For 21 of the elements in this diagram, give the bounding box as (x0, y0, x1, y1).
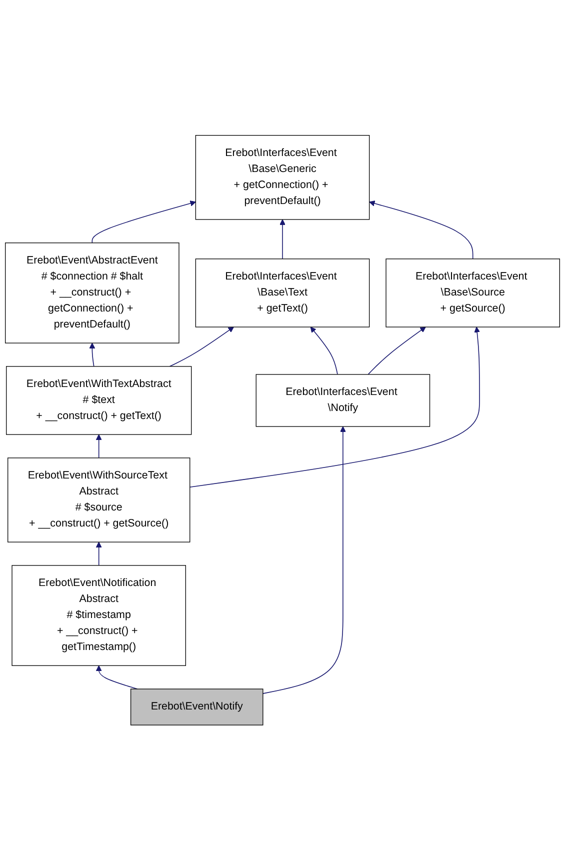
arrow (310, 327, 338, 376)
node-box: Erebot\Interfaces\Event \Base\Generic + getConnection() + preventDefault() (195, 135, 370, 220)
arrow (89, 343, 96, 368)
arrow (96, 434, 102, 459)
node-box: Erebot\Interfaces\Event \Notify (256, 374, 430, 428)
arrow (96, 542, 102, 566)
arrow (280, 220, 286, 260)
arrow (369, 200, 474, 260)
node-box: Erebot\Interfaces\Event \Base\Text + getText() (195, 258, 370, 328)
arrow (189, 327, 480, 488)
arrow (169, 327, 234, 368)
arrow (96, 666, 138, 690)
arrow (368, 327, 426, 376)
arrow (92, 200, 196, 244)
node-box: Erebot\Event\WithTextAbstract # $text + __construct() + getText() (6, 366, 192, 436)
arrow (262, 426, 346, 694)
node-box: Erebot\Event\WithSourceText Abstract # $source + __construct() + getSource() (8, 458, 190, 543)
node-box: Erebot\Event\AbstractEvent # $connection # $halt + __construct() + getConnection() + preventDefault() (5, 242, 180, 344)
node-box: Erebot\Event\Notify (130, 688, 264, 726)
node-box: Erebot\Event\Notification Abstract # $timestamp + __construct() + getTimestamp() (12, 565, 186, 666)
node-box: Erebot\Interfaces\Event \Base\Source + getSource() (386, 258, 560, 328)
